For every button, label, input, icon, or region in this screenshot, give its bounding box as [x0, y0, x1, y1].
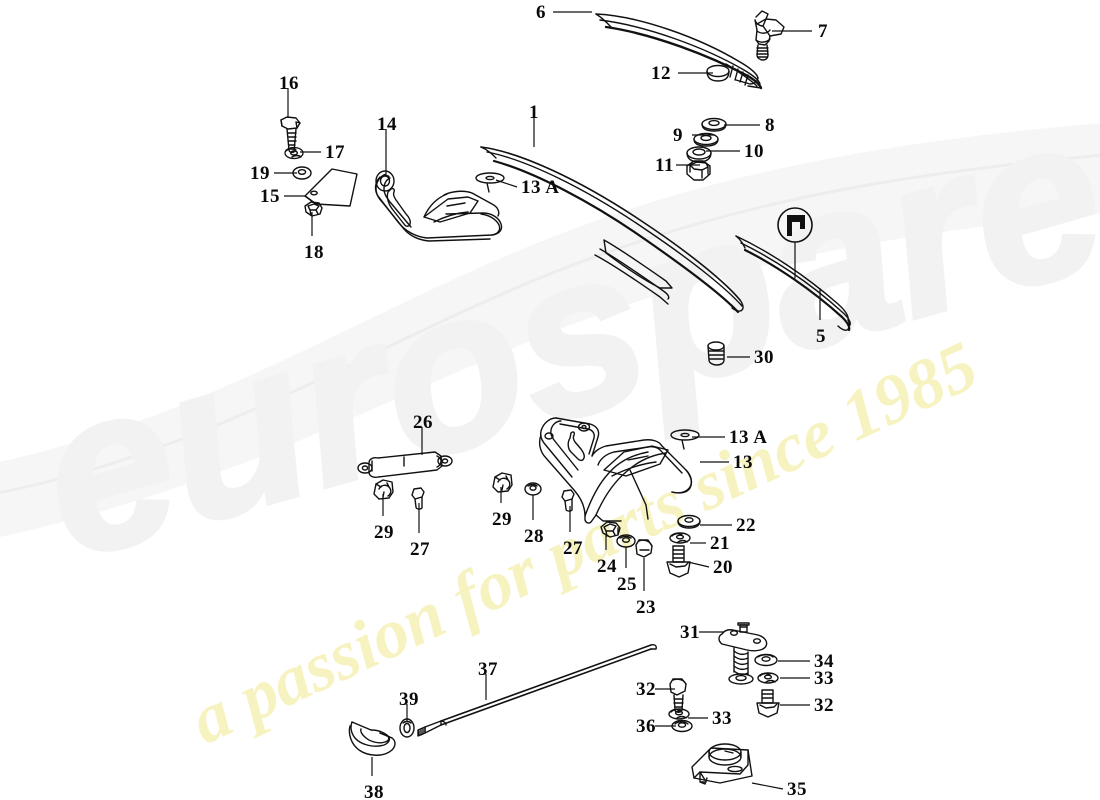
callout-label-7: 7 [818, 21, 828, 42]
callout-label-36: 36 [636, 716, 656, 737]
part-10-washer [686, 146, 712, 163]
part-28-washer [524, 482, 542, 496]
part-33-lock-washer-right [757, 672, 779, 684]
leader-line-20 [687, 561, 710, 568]
part-9-spacer-bush [693, 132, 719, 147]
callout-label-18: 18 [304, 242, 324, 263]
callout-label-23: 23 [636, 597, 656, 618]
part-13a-bush-upper [475, 172, 505, 193]
callout-label-17: 17 [325, 142, 345, 163]
part-11-hex-nut [686, 160, 711, 181]
callout-label-34: 34 [814, 651, 834, 672]
callout-label-27a: 27 [410, 539, 430, 560]
callout-label-9: 9 [673, 125, 683, 146]
callout-label-14: 14 [377, 114, 397, 135]
callout-label-35: 35 [787, 779, 807, 800]
part-22-flat-washer [677, 514, 701, 529]
callout-label-28: 28 [524, 526, 544, 547]
callout-label-13: 13 [733, 452, 753, 473]
part-27-pin-left [411, 487, 425, 510]
part-37-release-rod [417, 644, 657, 737]
part-31-lock-striker [718, 622, 768, 685]
callout-label-15: 15 [260, 186, 280, 207]
callout-label-32b: 32 [636, 679, 656, 700]
part-34-washer [754, 653, 778, 667]
callout-label-29b: 29 [492, 509, 512, 530]
callout-label-6: 6 [536, 2, 546, 23]
part-30-buffer [707, 341, 725, 366]
part-29-strut-clip-right [492, 472, 513, 493]
part-18-nut [304, 201, 323, 217]
callout-label-21: 21 [710, 533, 730, 554]
callout-label-24: 24 [597, 556, 617, 577]
part-6-trim-strip [595, 13, 763, 90]
callout-label-29a: 29 [374, 522, 394, 543]
part-12-plug-cap [706, 64, 730, 82]
callout-label-32a: 32 [814, 695, 834, 716]
callout-label-11: 11 [655, 155, 674, 176]
part-7-rubber-stop [754, 10, 785, 61]
part-35-lid-lock-body [691, 743, 753, 785]
callout-label-10: 10 [744, 141, 764, 162]
part-21-lock-washer [669, 532, 691, 544]
leader-lines [274, 11, 821, 790]
part-16-hex-bolt [280, 116, 301, 154]
callout-label-30: 30 [754, 347, 774, 368]
part-8-washer [701, 117, 727, 132]
callout-label-25: 25 [617, 574, 637, 595]
part-26-gas-strut [357, 451, 453, 478]
callout-label-38: 38 [364, 782, 384, 800]
part-1-lid-seal-long [480, 146, 744, 314]
callout-label-33a: 33 [814, 668, 834, 689]
part-15-wedge-bracket [304, 168, 358, 207]
part-24-nut [600, 521, 621, 538]
part-33-lock-washer-left [668, 708, 690, 720]
part-38-release-handle-hook [348, 721, 396, 756]
callout-label-27b: 27 [563, 538, 583, 559]
callout-label-20: 20 [713, 557, 733, 578]
callout-label-33b: 33 [712, 708, 732, 729]
part-27-pin-right [561, 489, 575, 512]
callout-label-37: 37 [478, 659, 498, 680]
part-13-hinge-right [538, 417, 693, 524]
part-14-hinge-left [374, 170, 503, 242]
leader-line-13A [495, 179, 518, 188]
part-25-washer [616, 534, 636, 548]
callout-label-31: 31 [680, 622, 700, 643]
callout-label-22: 22 [736, 515, 756, 536]
part-17-lock-washer [284, 146, 304, 160]
leader-line-35 [751, 782, 784, 790]
callout-label-5: 5 [816, 326, 826, 347]
callout-label-16: 16 [279, 73, 299, 94]
callout-label-8: 8 [765, 115, 775, 136]
part-5-lid-seal-short [735, 235, 851, 332]
circled-hook-symbol [777, 207, 813, 279]
callout-label-19: 19 [250, 163, 270, 184]
part-13a-bush-lower [670, 429, 700, 450]
callout-label-13A: 13 A [521, 177, 560, 198]
callout-label-26: 26 [413, 412, 433, 433]
part-23-bolt [635, 539, 653, 558]
part-32-bolt-left [669, 678, 687, 713]
callout-label-13A2: 13 A [729, 427, 768, 448]
part-20-bolt [666, 545, 691, 578]
part-32-bolt-right [756, 689, 780, 718]
callout-label-12: 12 [651, 63, 671, 84]
callout-label-39: 39 [399, 689, 419, 710]
callout-label-1: 1 [529, 102, 539, 123]
